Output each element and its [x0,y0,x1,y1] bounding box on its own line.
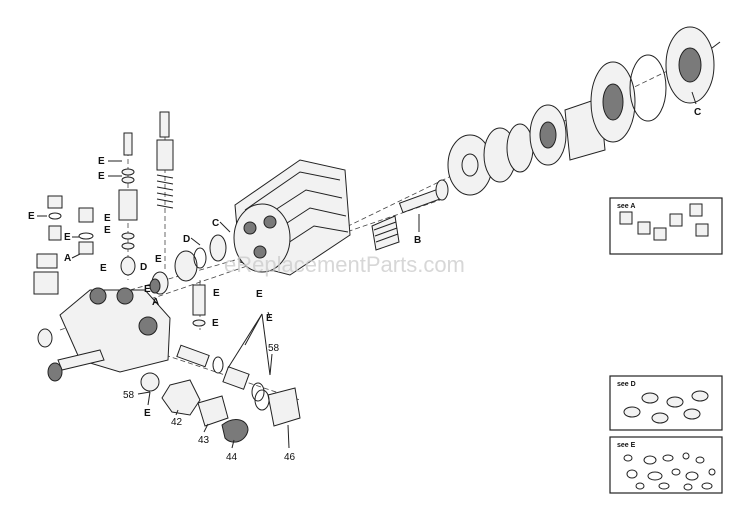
unloader-valve-stack [118,111,174,276]
callout-e: E [144,284,151,295]
inset-a-title: see A [617,203,635,210]
callout-d: D [183,234,190,245]
callout-e: E [256,289,263,300]
callout-43: 43 [198,435,210,446]
plunger-shaft-assembly [371,26,721,251]
callout-b: B [414,235,421,246]
callout-a: A [64,253,71,264]
callout-e: E [64,232,71,243]
leader-lines [37,91,697,449]
callout-46: 46 [284,452,296,463]
part-callouts: E E E E E E A E D E A C D E E E E B C E … [28,107,701,463]
callout-e: E [212,318,219,329]
outlet-fittings [161,284,301,443]
callout-e: E [98,171,105,182]
inset-see-d: see D [609,375,723,431]
callout-e: E [155,254,162,265]
callout-58: 58 [268,343,280,354]
inset-see-a: see A [609,197,723,255]
callout-e: E [98,156,105,167]
callout-e: E [104,213,111,224]
callout-58: 58 [123,390,135,401]
pump-manifold [37,287,171,392]
callout-a: A [152,297,159,308]
callout-42: 42 [171,417,183,428]
inset-see-e: see E [609,436,723,494]
callout-e: E [266,313,273,324]
callout-e: E [144,408,151,419]
callout-c: C [694,107,701,118]
callout-e: E [100,263,107,274]
callout-e: E [28,211,35,222]
seal-stack [149,234,227,295]
callout-e: E [213,288,220,299]
callout-44: 44 [226,452,238,463]
callout-e: E [104,225,111,236]
watermark: eReplacementParts.com [224,252,465,277]
callout-c: C [212,218,219,229]
pump-crankcase [233,159,351,276]
callout-d: D [140,262,147,273]
inset-d-title: see D [617,381,636,388]
inset-e-title: see E [617,442,636,449]
check-valves-left [33,195,94,295]
